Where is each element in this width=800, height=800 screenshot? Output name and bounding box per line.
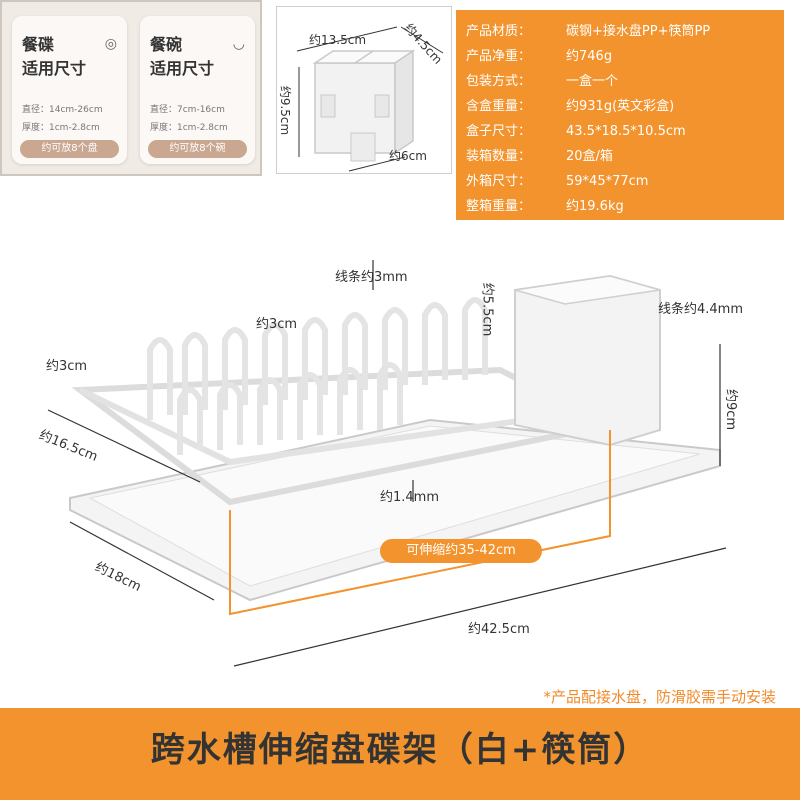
foot-label: 约3cm (46, 359, 88, 374)
holder-illustration (296, 26, 444, 172)
plate-subtitle: 适用尺寸 (22, 59, 87, 78)
spec-row: 产品材质：碳钢+接水盘PP+筷筒PP (466, 24, 711, 39)
dish-rack-illustration (47, 260, 727, 667)
bowl-capacity: 约可放8个碗 (148, 140, 247, 158)
spec-row: 盒子尺寸：43.5*18.5*10.5cm (466, 124, 686, 139)
holder-width-label: 约13.5cm (309, 33, 367, 47)
wire-top-label: 线条约3mm (335, 270, 408, 285)
gap-label: 约3cm (256, 317, 298, 332)
tine-label: 约5.5cm (479, 282, 495, 337)
holder-panel: 约13.5cm 约4.5cm 约9.5cm 约6cm (276, 6, 452, 174)
plate-diameter: 直径：14cm-26cm (22, 105, 103, 115)
spec-panel: 产品材质：碳钢+接水盘PP+筷筒PP 产品净重：约746g 包装方式：一盒一个 … (456, 10, 784, 220)
length-label: 约42.5cm (468, 622, 530, 637)
spec-row: 装箱数量：20盒/箱 (466, 149, 613, 164)
bowl-title: 餐碗 (150, 35, 183, 54)
bowl-subtitle: 适用尺寸 (150, 59, 215, 78)
plate-capacity: 约可放8个盘 (20, 140, 119, 158)
bowl-icon: ◡ (232, 36, 245, 52)
height-label: 约9cm (723, 388, 739, 431)
plate-title: 餐碟 (22, 35, 55, 54)
install-note: *产品配接水盘，防滑胶需手动安装 (543, 688, 776, 706)
plate-icon: ◎ (104, 36, 117, 52)
title-banner: 跨水槽伸缩盘碟架（白+筷筒） (0, 708, 800, 800)
plate-card: 餐碟 适用尺寸 ◎ 直径：14cm-26cm 厚度：1cm-2.8cm 约可放8… (12, 16, 127, 164)
product-title: 跨水槽伸缩盘碟架（白+筷筒） (150, 730, 650, 770)
spec-row: 包装方式：一盒一个 (466, 74, 619, 89)
bowl-card: 餐碗 适用尺寸 ◡ 直径：7cm-16cm 厚度：1cm-2.8cm 约可放8个… (140, 16, 255, 164)
holder-base-label: 约6cm (389, 149, 427, 163)
spec-row: 含盒重量：约931g(英文彩盒) (466, 99, 675, 114)
holder-height-label: 约9.5cm (278, 85, 293, 136)
size-info-panel: 餐碟 适用尺寸 ◎ 直径：14cm-26cm 厚度：1cm-2.8cm 约可放8… (0, 0, 262, 176)
extend-badge: 可伸缩约35-42cm (380, 539, 542, 563)
spec-row: 整箱重量：约19.6kg (466, 199, 624, 214)
bowl-diameter: 直径：7cm-16cm (150, 105, 225, 115)
spec-row: 产品净重：约746g (466, 49, 613, 64)
spec-row: 外箱尺寸：59*45*77cm (466, 174, 649, 189)
bowl-thickness: 厚度：1cm-2.8cm (150, 123, 228, 133)
plate-thickness: 厚度：1cm-2.8cm (22, 123, 100, 133)
wire-right-label: 线条约4.4mm (658, 302, 744, 317)
bottom-gap-label: 约1.4mm (380, 490, 440, 505)
